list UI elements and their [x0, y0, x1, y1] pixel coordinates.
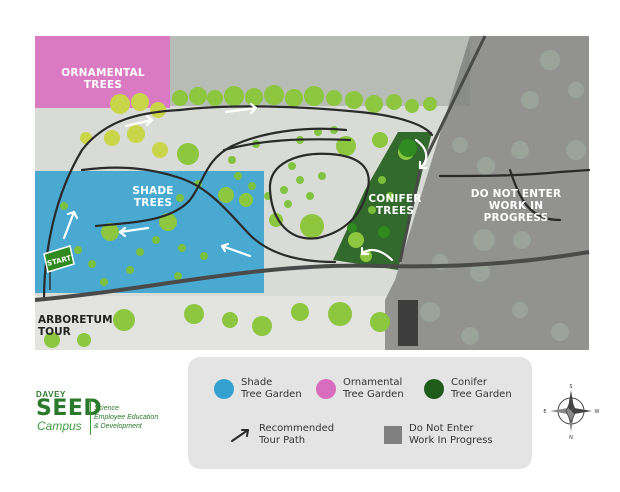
legend-item-tour-path: Recommended Tour Path [230, 423, 334, 447]
construction-building [398, 300, 418, 346]
arboretum-tour-label: ARBORETUM TOUR [38, 314, 113, 338]
map-legend: Shade Tree Garden Ornamental Tree Garden… [188, 357, 532, 469]
conifer-zone-label: CONIFER TREES [368, 193, 422, 217]
tour-path-arrow-icon [231, 429, 249, 442]
shade-swatch [214, 379, 234, 399]
compass-e: W [595, 409, 600, 415]
arboretum-map: START [34, 35, 591, 350]
start-sign: START [43, 245, 75, 290]
ornamental-zone-label: ORNAMENTAL TREES [61, 67, 145, 91]
tree-canopy [44, 50, 586, 348]
davey-seed-campus-logo: DAVEY SEED Campus Science Employee Educa… [36, 390, 186, 440]
legend-label-do-not-enter: Do Not Enter Work In Progress [409, 423, 493, 446]
do-not-enter-label: DO NOT ENTER WORK IN PROGRESS [470, 188, 562, 224]
compass-n: S [569, 384, 572, 390]
logo-seed: SEED [36, 396, 103, 421]
legend-label-ornamental: Ornamental Tree Garden [343, 377, 404, 400]
compass-s: N [569, 435, 573, 440]
logo-davey: DAVEY [36, 390, 66, 399]
legend-label-shade: Shade Tree Garden [241, 377, 302, 400]
legend-label-tour-path: Recommended Tour Path [259, 423, 335, 446]
main-road [34, 250, 590, 302]
compass-w: E [543, 409, 546, 415]
legend-item-shade: Shade Tree Garden [214, 377, 302, 401]
tour-arrows [62, 102, 428, 262]
legend-label-conifer: Conifer Tree Garden [451, 377, 512, 400]
ornamental-zone [35, 36, 170, 108]
logo-divider [90, 399, 91, 435]
do-not-enter-zone [385, 36, 589, 350]
shade-zone-label: SHADE TREES [132, 185, 174, 209]
logo-tagline: Science Employee Education & Development [94, 405, 159, 430]
conifer-swatch [424, 379, 444, 399]
legend-item-do-not-enter: Do Not Enter Work In Progress [384, 423, 493, 447]
legend-item-ornamental: Ornamental Tree Garden [316, 377, 404, 401]
do-not-enter-swatch [384, 426, 402, 444]
ornamental-swatch [316, 379, 336, 399]
compass-rose-icon: S N E W [543, 384, 600, 440]
legend-item-conifer: Conifer Tree Garden [424, 377, 512, 401]
boundary-road [398, 35, 487, 263]
logo-campus: Campus [37, 419, 82, 433]
